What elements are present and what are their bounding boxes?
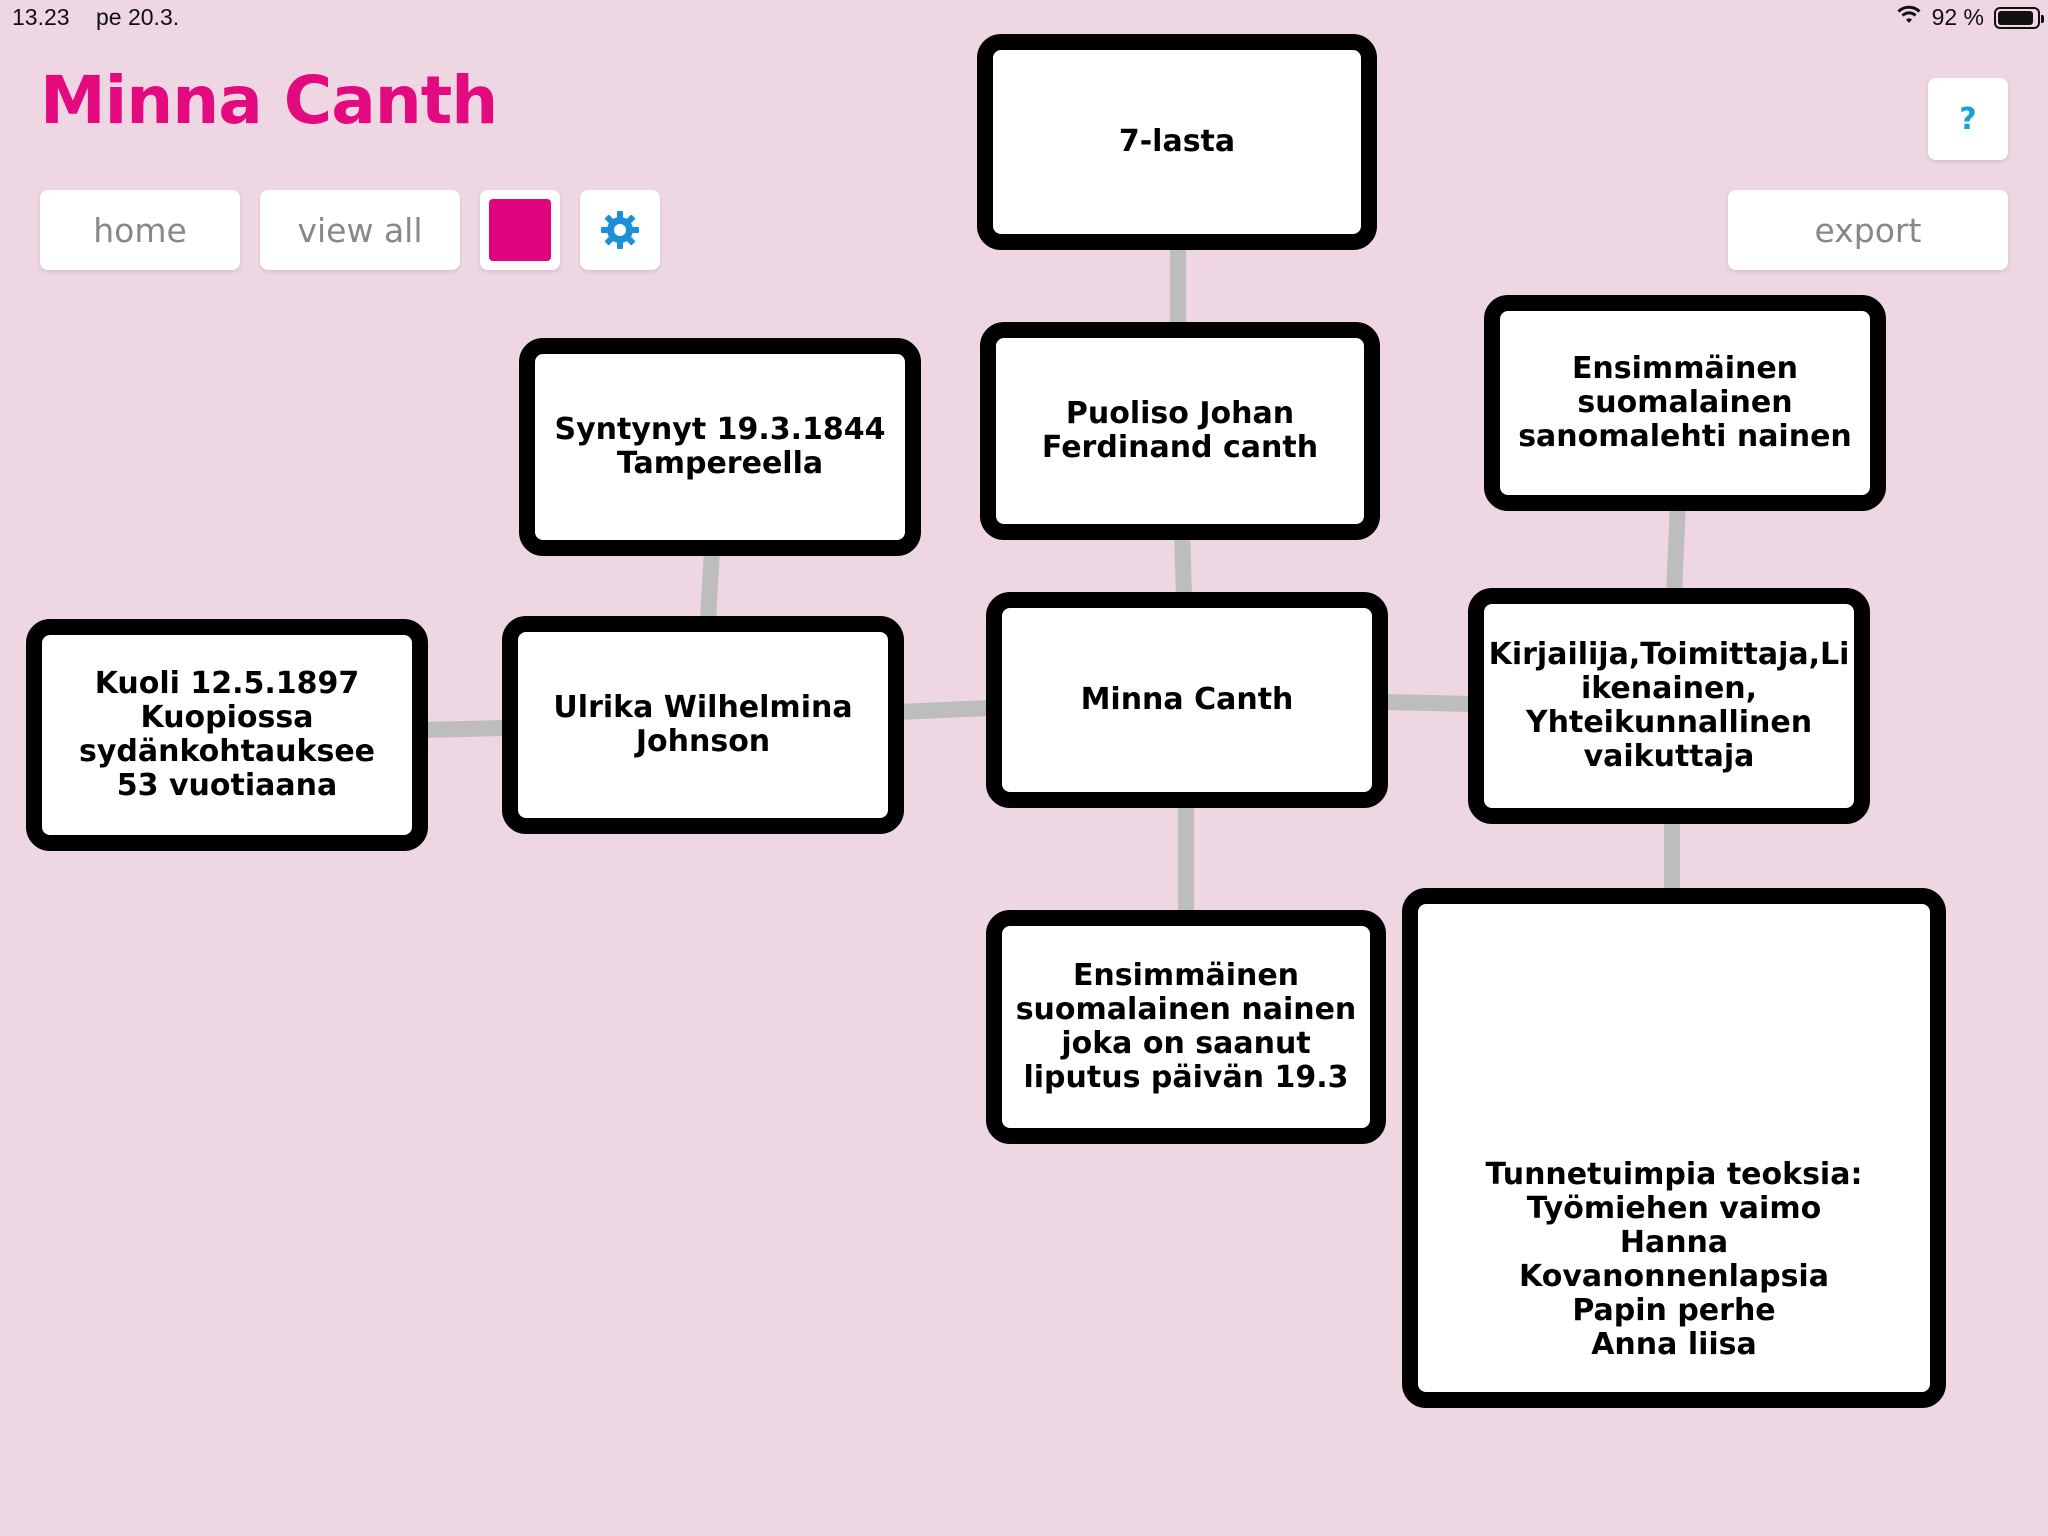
node-born[interactable]: Syntynyt 19.3.1844 Tampereella [519, 338, 921, 556]
link-center-occupation [1383, 694, 1473, 712]
link-died-mother [419, 720, 507, 738]
status-time: 13.23 [12, 4, 70, 30]
node-mother[interactable]: Ulrika Wilhelmina Johnson [502, 616, 904, 834]
color-swatch [489, 199, 551, 261]
link-spouse-center [1174, 531, 1192, 597]
link-mother-center [897, 700, 991, 720]
gear-icon [601, 211, 639, 249]
node-died[interactable]: Kuoli 12.5.1897 Kuopiossa sydänkohtaukse… [26, 619, 428, 851]
wifi-icon [1896, 4, 1922, 31]
settings-button[interactable] [580, 190, 660, 270]
battery-percent: 92 % [1931, 4, 1984, 30]
help-button[interactable]: ? [1928, 78, 2008, 160]
node-spouse[interactable]: Puoliso Johan Ferdinand canth [980, 322, 1380, 540]
link-newspaper-occupation [1666, 503, 1686, 593]
node-children[interactable]: 7-lasta [977, 34, 1377, 250]
link-born-mother [700, 549, 720, 621]
node-occupation[interactable]: Kirjailija,Toimittaja,Li ikenainen, Yhte… [1468, 588, 1870, 824]
battery-icon [1994, 6, 2044, 29]
view-all-button[interactable]: view all [260, 190, 460, 270]
status-date: pe 20.3. [96, 4, 180, 30]
node-first-newspaper-woman[interactable]: Ensimmäinen suomalainen sanomalehti nain… [1484, 295, 1886, 511]
export-button[interactable]: export [1728, 190, 2008, 270]
node-flag-day[interactable]: Ensimmäinen suomalainen nainen joka on s… [986, 910, 1386, 1144]
node-center[interactable]: Minna Canth [986, 592, 1388, 808]
app-title: Minna Canth [40, 62, 498, 139]
home-button[interactable]: home [40, 190, 240, 270]
status-indicators: 92 % [1896, 4, 2044, 31]
color-picker-button[interactable] [480, 190, 560, 270]
node-works[interactable]: Tunnetuimpia teoksia: Työmiehen vaimo Ha… [1402, 888, 1946, 1408]
